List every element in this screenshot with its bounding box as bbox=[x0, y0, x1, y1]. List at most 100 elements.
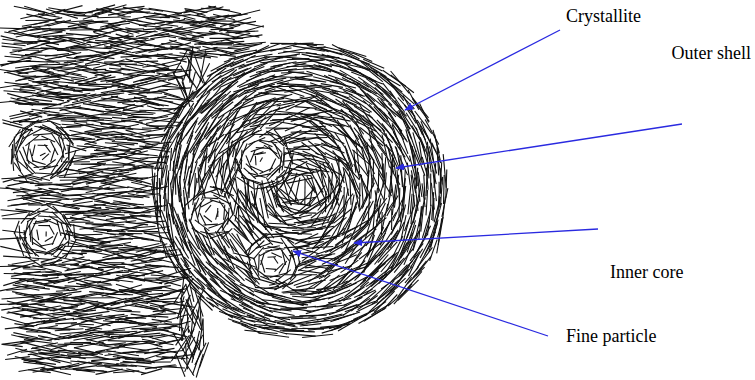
crystallite-segment bbox=[33, 134, 52, 136]
crystallite-segment bbox=[198, 189, 217, 195]
crystallite-segment bbox=[401, 230, 420, 258]
crystallite-segment bbox=[121, 90, 149, 92]
crystallite-segment bbox=[203, 197, 218, 199]
crystallite-segment bbox=[12, 149, 14, 171]
crystallite-segment bbox=[359, 183, 360, 208]
crystallite-segment bbox=[43, 35, 74, 37]
crystallite-segment bbox=[185, 10, 206, 16]
crystallite-segment bbox=[167, 70, 192, 74]
crystallite-segment bbox=[37, 230, 39, 240]
crystallite-segment bbox=[216, 64, 245, 76]
crystallite-segment bbox=[241, 150, 243, 169]
crystallite-segment bbox=[350, 172, 351, 205]
crystallite-segment bbox=[123, 44, 147, 50]
crystallite-segment bbox=[266, 236, 281, 237]
crystallite-segment bbox=[159, 69, 182, 70]
crystallite-segment bbox=[119, 233, 143, 234]
crystallite-segment bbox=[295, 107, 317, 109]
crystallite-segment bbox=[430, 173, 431, 206]
crystallite-segment bbox=[176, 47, 201, 49]
crystallite-segment bbox=[159, 88, 191, 90]
crystallite-segment bbox=[147, 106, 177, 114]
crystallite-segment bbox=[202, 46, 227, 53]
crystallite-segment bbox=[186, 38, 213, 44]
crystallite-segment bbox=[198, 167, 200, 190]
crystallite-segment bbox=[233, 253, 255, 259]
crystallite-segment bbox=[210, 200, 224, 204]
crystallite-segment bbox=[10, 112, 43, 119]
crystallite-segment bbox=[30, 149, 34, 162]
crystallite-segment bbox=[204, 216, 212, 223]
crystallite-segment bbox=[117, 208, 144, 210]
crystallite-segment bbox=[119, 63, 144, 66]
crystallite-segment bbox=[268, 256, 277, 258]
crystallite-segment bbox=[195, 55, 205, 84]
crystallite-segment bbox=[13, 89, 35, 91]
crystallite-segment bbox=[32, 145, 35, 156]
crystallite-segment bbox=[45, 144, 51, 152]
crystallite-segment bbox=[342, 224, 350, 243]
crystallite-segment bbox=[304, 179, 305, 204]
crystallite-segment bbox=[267, 132, 284, 145]
crystallite-segment bbox=[239, 144, 247, 163]
crystallite-segment bbox=[124, 38, 149, 39]
crystallite-segment bbox=[163, 155, 169, 178]
crystallite-segment bbox=[60, 179, 87, 181]
crystallite-segment bbox=[135, 122, 158, 128]
crystallite-segment bbox=[188, 171, 191, 202]
crystallite-segment bbox=[104, 187, 129, 189]
crystallite-segment bbox=[146, 134, 168, 135]
crystallite-segment bbox=[250, 150, 255, 162]
crystallite-segment bbox=[216, 211, 218, 220]
crystallite-segment bbox=[196, 33, 229, 35]
crystallite-segment bbox=[357, 83, 385, 101]
crystallite-segment bbox=[16, 159, 33, 174]
crystallite-segment bbox=[131, 114, 153, 116]
crystallite-segment bbox=[5, 82, 33, 85]
crystallite-segment bbox=[101, 183, 128, 188]
crystallite-segment bbox=[81, 163, 106, 164]
crystallite-segment bbox=[124, 176, 151, 184]
crystallite-segment bbox=[94, 33, 123, 41]
crystallite-segment bbox=[213, 187, 234, 196]
crystallite-segment bbox=[110, 39, 133, 45]
crystallite-segment bbox=[137, 221, 166, 223]
crystallite-segment bbox=[266, 188, 277, 217]
crystallite-segment bbox=[59, 177, 89, 178]
crystallite-segments bbox=[0, 5, 448, 378]
crystallite-segment bbox=[97, 17, 131, 18]
crystallite-segment bbox=[198, 44, 232, 46]
crystallite-segment bbox=[255, 156, 257, 166]
crystallite-segment bbox=[68, 231, 70, 246]
crystallite-segment bbox=[245, 94, 269, 101]
crystallite-segment bbox=[65, 73, 88, 78]
crystallite-segment bbox=[34, 139, 49, 141]
crystallite-segment bbox=[69, 222, 93, 223]
crystallite-segment bbox=[260, 157, 263, 161]
crystallite-segment bbox=[21, 213, 30, 224]
crystallite-segment bbox=[21, 198, 43, 204]
crystallite-segment bbox=[168, 74, 189, 80]
crystallite-segment bbox=[214, 48, 241, 49]
crystallite-segment bbox=[145, 142, 172, 145]
crystallite-segment bbox=[82, 69, 106, 71]
crystallite-segment bbox=[217, 240, 229, 261]
crystallite-segment bbox=[21, 52, 42, 57]
crystallite-segment bbox=[251, 166, 263, 171]
crystallite-segment bbox=[30, 225, 31, 242]
crystallite-segment bbox=[347, 222, 370, 238]
crystallite-segment bbox=[210, 191, 225, 197]
crystallite-segment bbox=[68, 146, 70, 161]
crystallite-segment bbox=[149, 8, 182, 13]
crystallite-segment bbox=[57, 6, 83, 13]
crystallite-segment bbox=[38, 225, 50, 226]
crystallite-segment bbox=[151, 69, 182, 71]
crystallite-segment bbox=[394, 222, 404, 242]
crystallite-segment bbox=[236, 26, 264, 34]
crystallite-segment bbox=[173, 73, 187, 96]
crystallite-segment bbox=[127, 140, 159, 142]
crystallite-segment bbox=[45, 237, 53, 242]
crystallite-segment bbox=[51, 141, 58, 155]
